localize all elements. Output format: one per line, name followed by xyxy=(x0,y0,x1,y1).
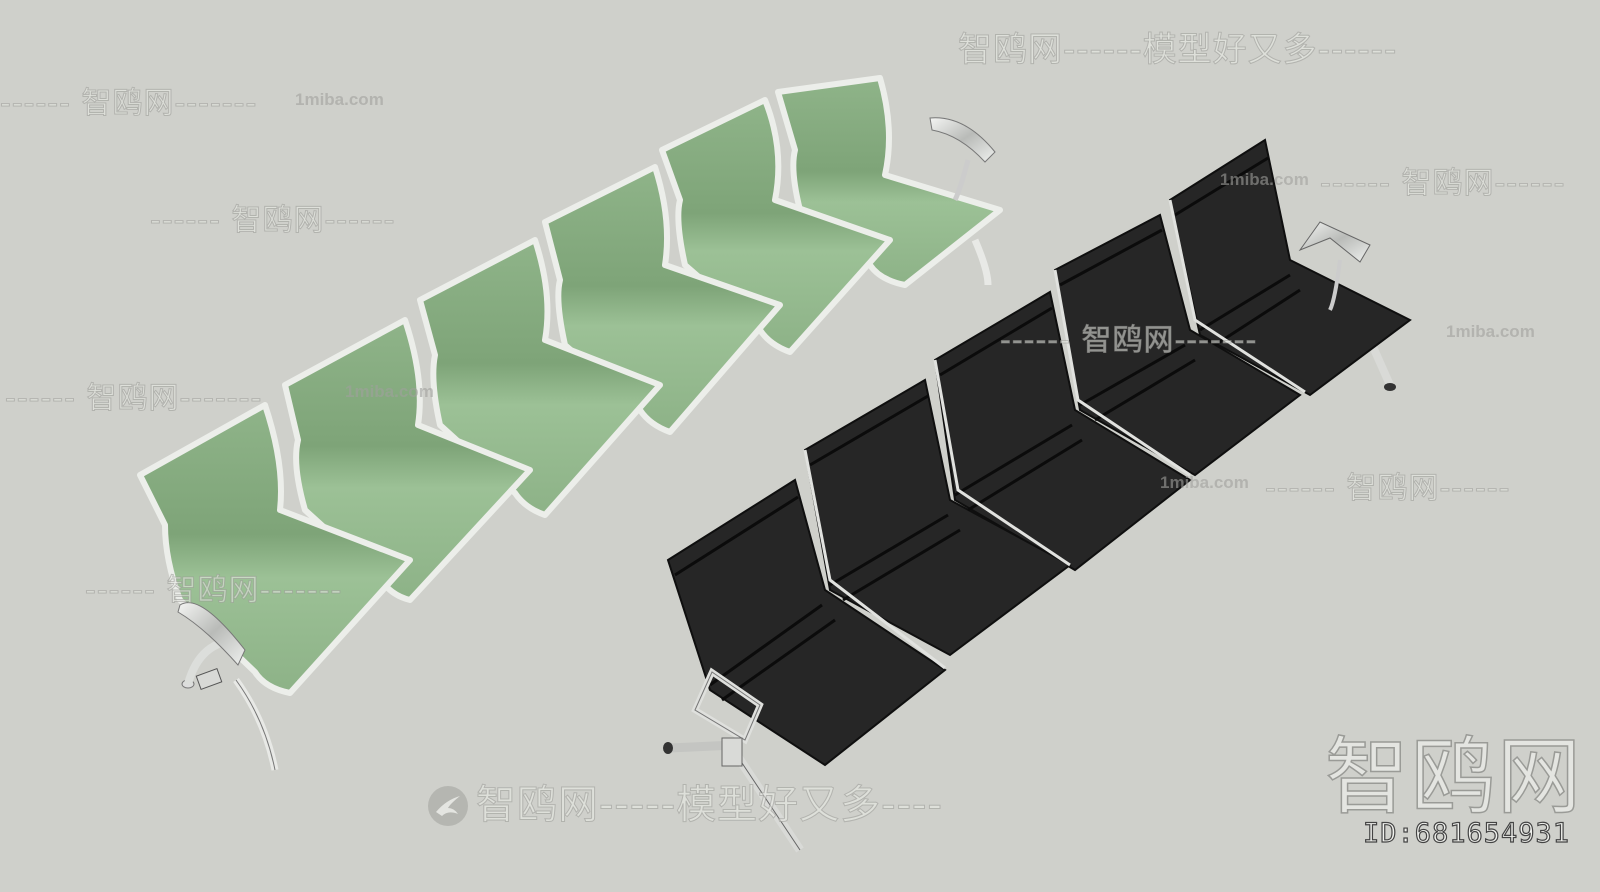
watermark-slogan-top: 智鸥网------模型好又多------ xyxy=(957,30,1398,71)
black-bench xyxy=(663,138,1412,853)
watermark-url: 1miba.com xyxy=(1446,322,1535,341)
model-id-label: ID:681654931 xyxy=(1362,817,1571,849)
watermark-site-cn: ------ 智鸥网------ xyxy=(1264,471,1511,507)
watermark-site-cn: ------ 智鸥网------- xyxy=(4,381,263,417)
watermark-url: 1miba.com xyxy=(295,90,384,109)
watermark-site-cn: ------ 智鸥网------ xyxy=(1319,166,1566,202)
watermark-url: 1miba.com xyxy=(1160,473,1249,492)
seagull-logo-icon xyxy=(428,786,468,826)
watermark-site-cn: ------ 智鸥网------ xyxy=(149,203,396,239)
watermark-site-cn: ------ 智鸥网------- xyxy=(999,323,1258,359)
watermark-url: 1miba.com xyxy=(1220,170,1309,189)
watermark-slogan-bottom: 智鸥网-----模型好又多---- xyxy=(476,782,943,829)
green-bench xyxy=(137,75,1003,771)
watermark-url: 1miba.com xyxy=(345,382,434,401)
watermark-site-cn: ------ 智鸥网------- xyxy=(84,573,343,609)
watermark-site-cn: ------ 智鸥网------- xyxy=(0,86,258,122)
watermark-big-logo: 智鸥网 xyxy=(1324,727,1584,827)
